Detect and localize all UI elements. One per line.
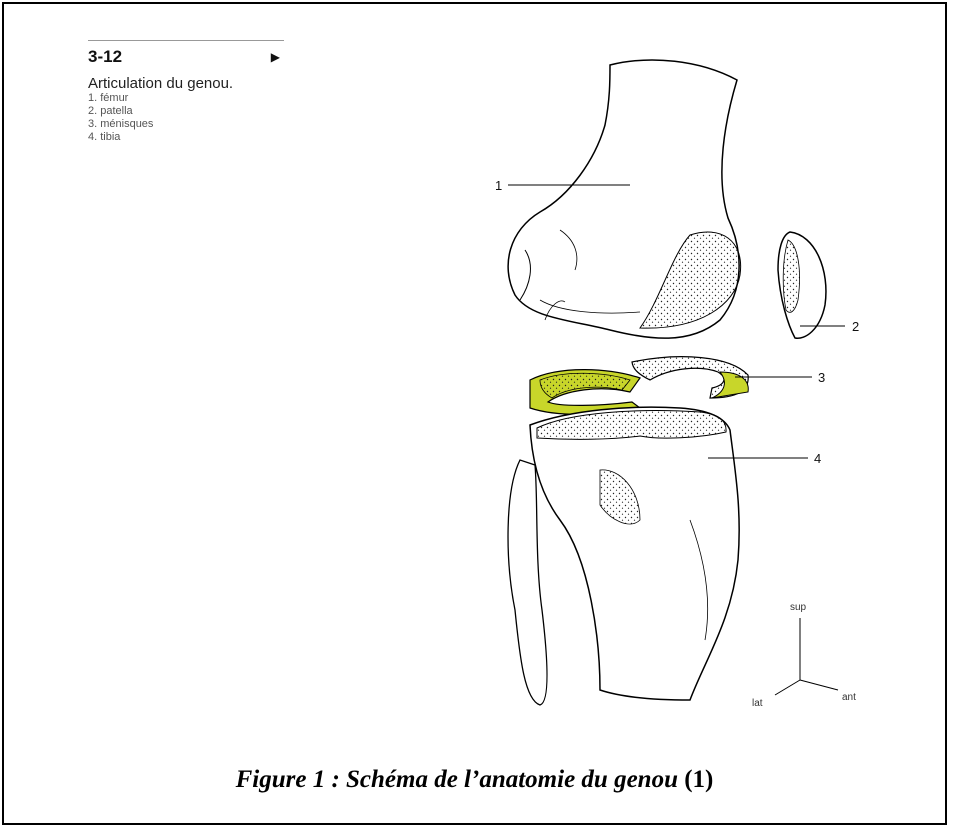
callout-2: 2 <box>852 319 859 334</box>
figure-caption: Figure 1 : Schéma de l’anatomie du genou… <box>0 766 949 794</box>
femur-bone <box>508 60 741 338</box>
callout-4: 4 <box>814 451 821 466</box>
patella-bone <box>778 232 826 338</box>
axis-label-sup: sup <box>790 602 807 613</box>
orientation-axes: sup lat ant <box>752 602 856 709</box>
axis-label-ant: ant <box>842 692 856 703</box>
caption-text: Figure 1 : Schéma de l’anatomie du genou <box>236 766 678 793</box>
callout-1: 1 <box>495 178 502 193</box>
caption-reference: (1) <box>684 766 713 793</box>
menisci <box>530 357 748 415</box>
callout-3: 3 <box>818 370 825 385</box>
tibia-bone <box>508 407 739 705</box>
axis-label-lat: lat <box>752 698 763 709</box>
